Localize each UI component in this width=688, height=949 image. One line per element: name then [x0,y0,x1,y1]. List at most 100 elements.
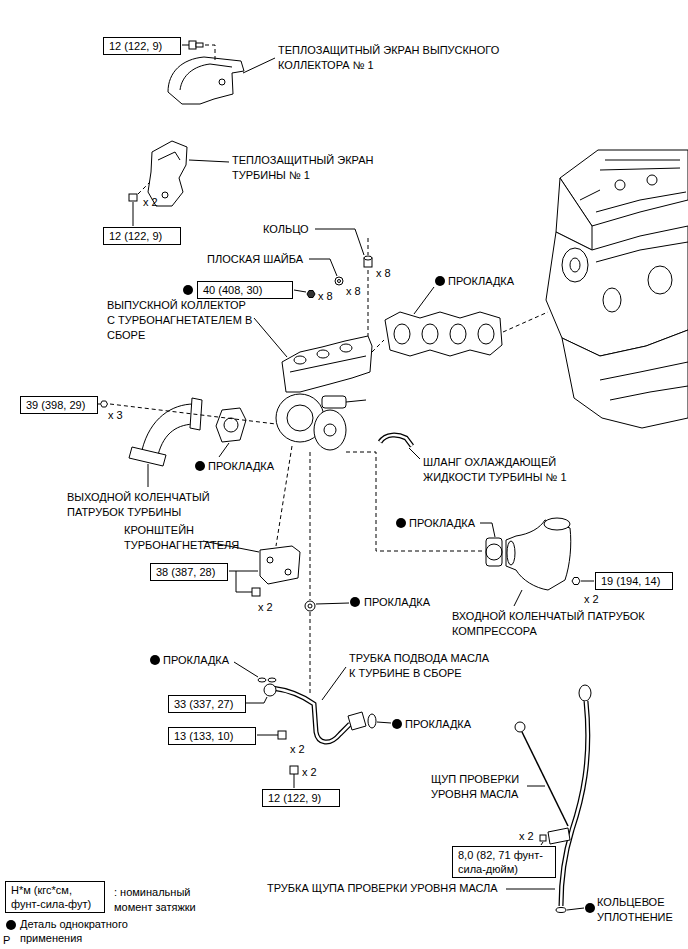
engine-block [603,288,621,312]
turbine-outlet-elbow [142,404,196,455]
torque-value: 19 (194, 14) [601,574,667,588]
torque-value: 40 (408, 30) [203,283,287,297]
turbo-bracket [260,546,300,584]
manifold-turbocharger [317,350,329,358]
exhaust-gasket [503,312,548,332]
part-name: ТЕПЛОЗАЩИТНЫЙ ЭКРАН ВЫПУСКНОГО КОЛЛЕКТОР… [278,43,518,73]
engine-block [596,242,688,400]
manifold-heat-shield [205,45,215,62]
turbine-outlet-elbow [224,418,238,432]
part-name: ПРОКЛАДКА [208,459,274,474]
turbine-outlet-elbow [219,443,229,457]
turbine-outlet-elbow [98,398,276,487]
dipstick-tube [548,828,570,844]
manifold-turbocharger [346,400,366,402]
dipstick-tube [579,685,591,701]
exhaust-gasket [450,324,466,344]
manifold-heat-shield [182,45,189,46]
legend-text: : номинальный момент затяжки [114,885,214,915]
quantity: x 8 [318,289,333,304]
engine-block [570,258,580,272]
single-use-mark [150,655,160,665]
oil-pipe [310,452,311,694]
turbine-outlet-elbow [129,447,166,466]
oil-pipe [268,678,276,682]
oil-pipe [257,735,278,736]
compressor-inlet-elbow [346,452,594,606]
coolant-hose [380,435,412,446]
dipstick-tube [541,842,543,845]
oil-pipe [278,731,286,739]
legend-box: Н*м (кгс*см, фунт-сила-фут) [5,881,105,913]
stud-ring-washer-nut [294,229,372,336]
single-use-mark [392,719,402,729]
dipstick-tube [561,701,588,906]
exhaust-gasket [394,324,410,344]
part-name: КОЛЬЦЕВОЕ УПЛОТНЕНИЕ [597,895,685,925]
turbine-heat-shield [189,160,229,162]
oil-pipe [234,452,391,788]
torque-value: 39 (398, 29) [26,398,92,412]
part-name: ТРУБКА ПОДВОДА МАСЛА К ТУРБИНЕ В СБОРЕ [349,651,491,681]
exhaust-gasket [478,324,494,344]
compressor-inlet-elbow [572,578,580,585]
engine-block [647,175,657,185]
manifold-turbocharger [290,356,366,372]
part-name: ПЛОСКАЯ ШАЙБА [207,252,303,267]
dipstick-tube [567,908,584,910]
part-name: ТРУБКА ЩУПА ПРОВЕРКИ УРОВНЯ МАСЛА [267,881,498,896]
torque-value-box: 12 (122, 9) [103,227,181,245]
single-use-mark [195,461,205,471]
stud-ring-washer-nut [315,229,364,255]
engine-block [546,150,688,428]
oil-pipe [377,722,391,723]
manifold-turbocharger [314,410,346,450]
quantity: x 3 [108,408,123,423]
part-name: ПРОКЛАДКА [163,653,229,668]
oil-pipe [322,667,346,700]
torque-value: 12 (122, 9) [268,791,334,805]
oil-pipe [294,774,295,788]
coolant-hose [380,435,412,446]
dipstick-tube [506,685,591,913]
engine-block [562,248,588,282]
turbo-bracket [267,557,273,563]
figure-code: P [3,933,10,948]
stud-ring-washer-nut [294,290,306,292]
part-name: ЩУП ПРОВЕРКИ УРОВНЯ МАСЛА [431,772,551,802]
manifold-heat-shield [168,57,244,104]
dipstick [515,722,525,732]
part-name: ПРОКЛАДКА [409,516,475,531]
manifold-turbocharger [294,356,306,364]
oil-pipe [258,678,266,682]
manifold-turbocharger [287,405,313,431]
single-use-mark [396,518,406,528]
single-use-mark [350,597,360,607]
part-name: ВЫХОДНОЙ КОЛЕНЧАТЫЙ ПАТРУБОК ТУРБИНЫ [67,490,247,520]
compressor-inlet-elbow [544,518,570,530]
oil-pipe [234,662,258,677]
quantity: x 8 [346,284,361,299]
drawing [98,41,688,913]
oil-pipe [348,712,366,730]
torque-value-box: 12 (122, 9) [262,789,340,807]
torque-value-box: 33 (337, 27) [168,695,246,713]
dipstick [527,786,545,787]
turbo-bracket [252,588,260,596]
exhaust-gasket [414,287,434,314]
oil-pipe [368,714,376,728]
compressor-inlet-elbow [514,590,522,606]
part-name: ПРОКЛАДКА [405,717,471,732]
compressor-inlet-elbow [507,541,515,565]
compressor-inlet-elbow [506,520,571,590]
manifold-heat-shield [168,41,275,104]
oil-pipe [316,603,349,604]
manifold-heat-shield [219,79,225,85]
turbine-heat-shield [138,182,150,194]
turbo-bracket [276,446,292,546]
torque-value-box: 13 (133, 10) [168,727,256,745]
turbine-heat-shield [129,141,229,226]
torque-value-box: 19 (194, 14) [595,572,673,590]
part-name: ПРОКЛАДКА [448,274,514,289]
